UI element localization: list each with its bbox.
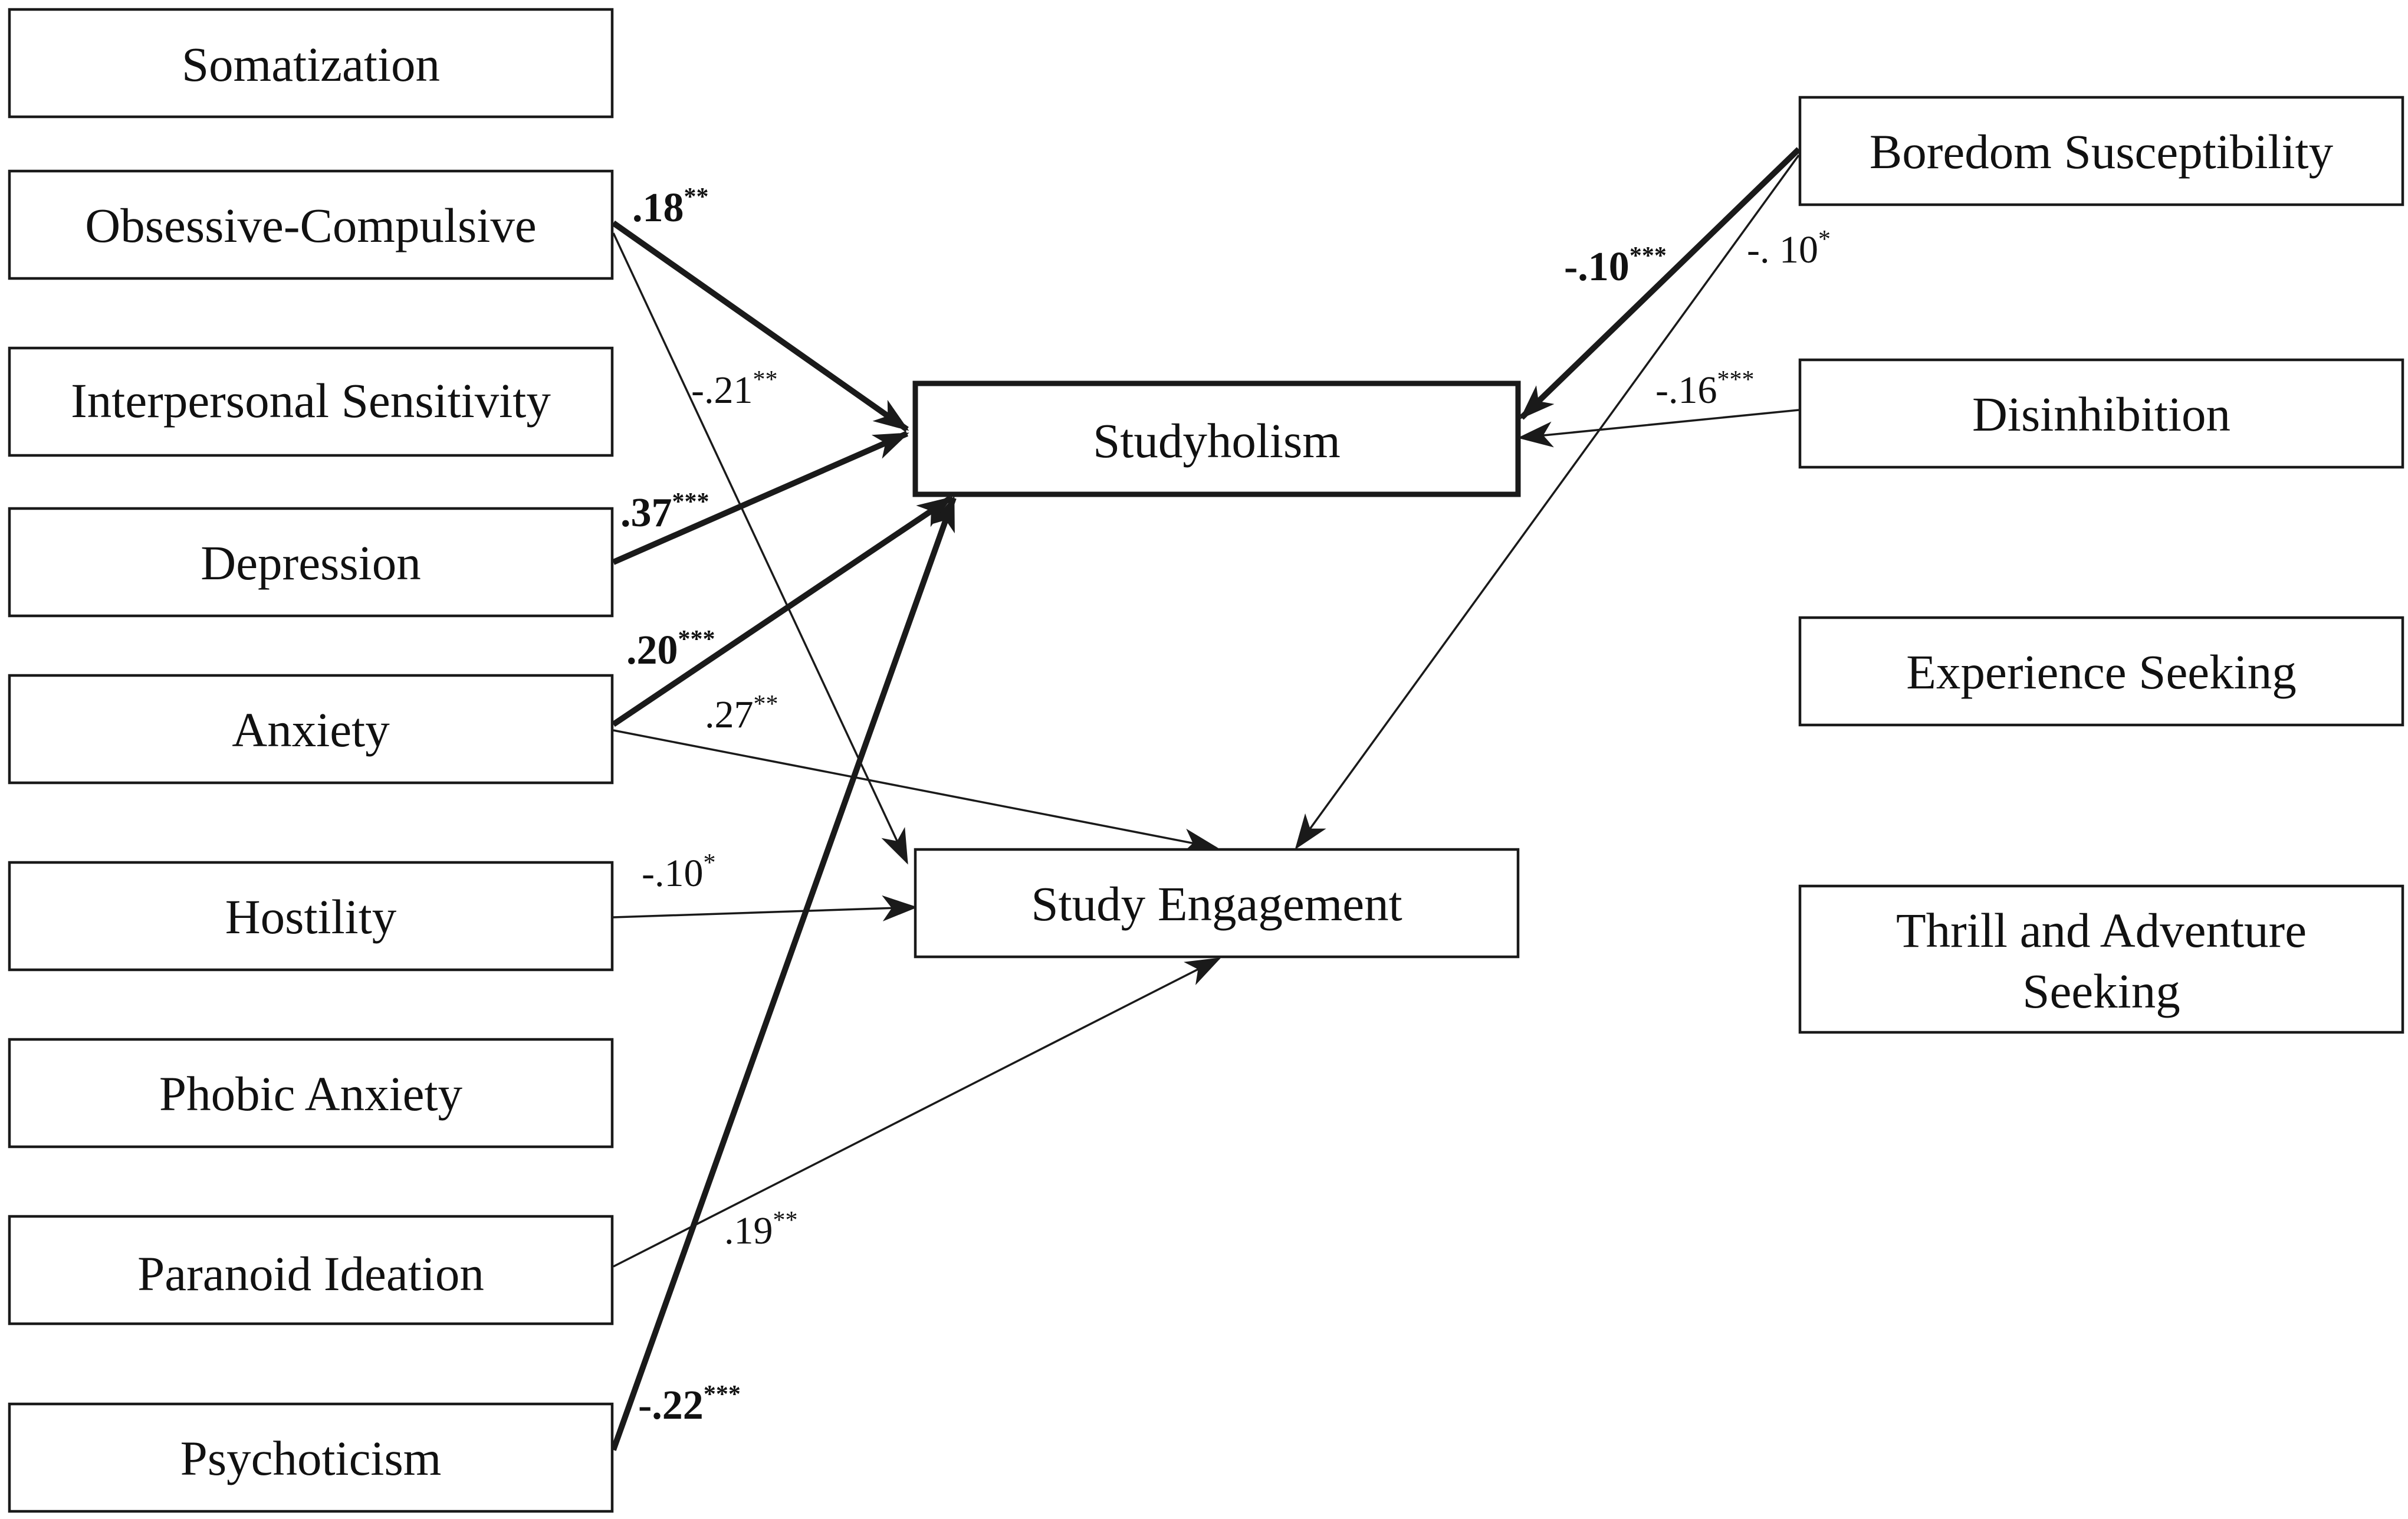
node-interpersonal-sensitivity: Interpersonal Sensitivity bbox=[8, 346, 614, 457]
coef-anxiety-engagement: .27** bbox=[705, 691, 778, 736]
path-disinhibition-to-studyholism bbox=[1517, 409, 1799, 448]
node-depression: Depression bbox=[8, 507, 614, 618]
path-anxiety-to-engagement bbox=[613, 729, 1218, 854]
path-psychoticism-to-studyholism bbox=[610, 496, 957, 1451]
node-disinhibition: Disinhibition bbox=[1798, 358, 2404, 469]
node-psychoticism: Psychoticism bbox=[8, 1402, 614, 1513]
node-experience-seeking-label: Experience Seeking bbox=[1906, 645, 2296, 699]
node-psychoticism-label: Psychoticism bbox=[180, 1431, 442, 1485]
node-hostility-label: Hostility bbox=[225, 890, 397, 944]
node-anxiety: Anxiety bbox=[8, 674, 614, 785]
node-boredom-susceptibility: Boredom Susceptibility bbox=[1798, 96, 2404, 206]
coef-anxiety-studyholism: .20*** bbox=[626, 626, 715, 673]
node-study-engagement-label: Study Engagement bbox=[1031, 877, 1402, 931]
coef-boredom-engagement: -. 10* bbox=[1747, 226, 1831, 271]
node-thrill-adventure-seeking: Thrill and Adventure Seeking bbox=[1798, 884, 2404, 1034]
node-phobic-anxiety: Phobic Anxiety bbox=[8, 1038, 614, 1149]
path-anxiety-to-studyholism bbox=[612, 495, 953, 727]
coef-paranoid-engagement: .19** bbox=[724, 1207, 798, 1252]
coef-boredom-studyholism: -.10*** bbox=[1564, 242, 1667, 290]
node-somatization-label: Somatization bbox=[182, 37, 440, 91]
node-interpersonal-sensitivity-label: Interpersonal Sensitivity bbox=[71, 373, 551, 428]
coefficients: .18** -.21** .37*** .20*** .27** -.10* .… bbox=[620, 183, 1831, 1428]
paths bbox=[610, 147, 1801, 1451]
path-oc-to-studyholism bbox=[612, 220, 909, 432]
coef-depression-studyholism: .37*** bbox=[620, 488, 709, 536]
node-hostility: Hostility bbox=[8, 861, 614, 972]
coef-hostility-engagement: -.10* bbox=[642, 849, 715, 895]
path-hostility-to-engagement bbox=[613, 895, 918, 921]
coef-disinhibition-studyholism: -.16*** bbox=[1655, 366, 1754, 412]
coef-oc-engagement: -.21** bbox=[691, 366, 777, 412]
node-obsessive-compulsive-label: Obsessive-Compulsive bbox=[85, 198, 536, 252]
path-boredom-to-engagement bbox=[1295, 154, 1800, 850]
node-somatization: Somatization bbox=[8, 8, 614, 119]
node-experience-seeking: Experience Seeking bbox=[1798, 616, 2404, 727]
node-obsessive-compulsive: Obsessive-Compulsive bbox=[8, 169, 614, 280]
node-anxiety-label: Anxiety bbox=[232, 703, 390, 757]
node-boredom-susceptibility-label: Boredom Susceptibility bbox=[1870, 124, 2334, 179]
path-paranoid-to-engagement bbox=[613, 957, 1221, 1268]
node-thrill-label-line1: Thrill and Adventure bbox=[1896, 903, 2307, 957]
node-studyholism-label: Studyholism bbox=[1093, 414, 1341, 468]
node-phobic-anxiety-label: Phobic Anxiety bbox=[159, 1067, 463, 1121]
node-study-engagement: Study Engagement bbox=[914, 848, 1520, 959]
node-paranoid-ideation-label: Paranoid Ideation bbox=[137, 1246, 484, 1301]
node-depression-label: Depression bbox=[201, 536, 421, 590]
node-paranoid-ideation: Paranoid Ideation bbox=[8, 1215, 614, 1326]
path-boredom-to-studyholism bbox=[1519, 147, 1801, 420]
coef-oc-studyholism: .18** bbox=[632, 183, 709, 231]
node-disinhibition-label: Disinhibition bbox=[1972, 387, 2230, 441]
path-depression-to-studyholism bbox=[612, 431, 909, 565]
coef-psychoticism-studyholism: -.22*** bbox=[638, 1381, 741, 1428]
node-studyholism: Studyholism bbox=[912, 380, 1521, 497]
node-thrill-label-line2: Seeking bbox=[2022, 964, 2180, 1018]
